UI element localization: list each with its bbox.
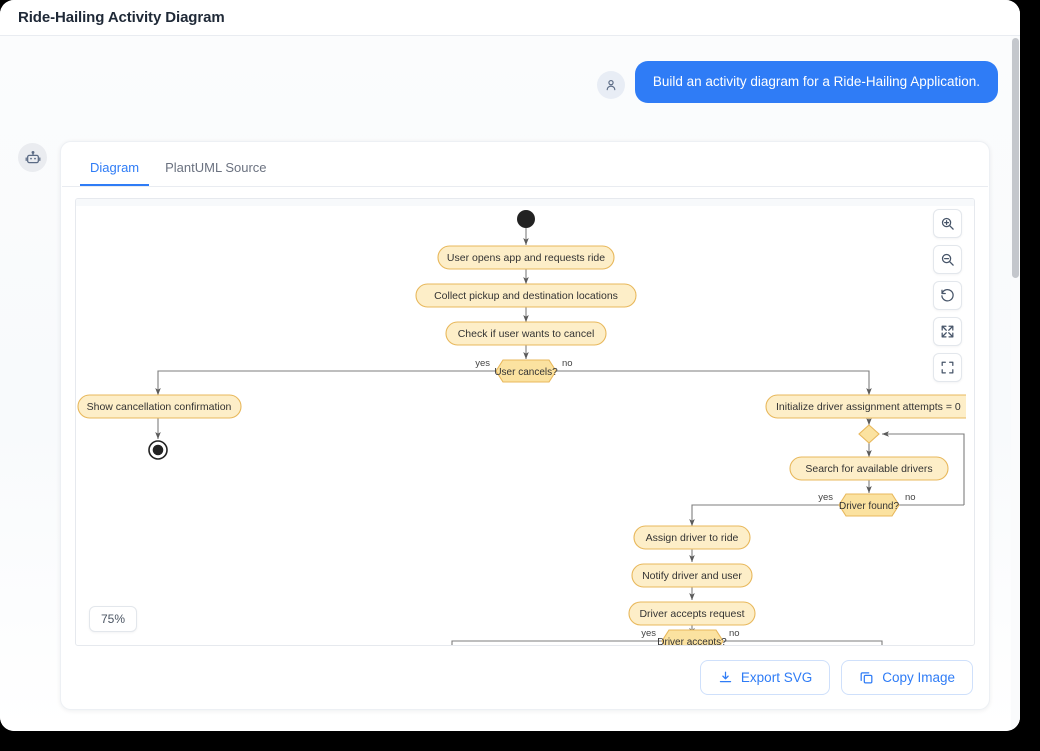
export-svg-button[interactable]: Export SVG: [699, 660, 831, 695]
zoom-out-button[interactable]: [933, 245, 962, 274]
copy-image-label: Copy Image: [882, 670, 955, 685]
tab-diagram[interactable]: Diagram: [80, 154, 150, 186]
chat-scroll-area[interactable]: Build an activity diagram for a Ride-Hai…: [0, 36, 1020, 731]
user-message-bubble: Build an activity diagram for a Ride-Hai…: [634, 61, 998, 104]
svg-text:Check if user wants to cancel: Check if user wants to cancel: [458, 328, 595, 340]
svg-text:Collect pickup and destination: Collect pickup and destination locations: [434, 290, 618, 302]
fit-screen-button[interactable]: [933, 317, 962, 346]
activity-node-notify: Notify driver and user: [631, 563, 753, 588]
user-message-row: Build an activity diagram for a Ride-Hai…: [596, 61, 998, 104]
canvas-top-strip: [76, 199, 974, 206]
card-action-bar: Export SVG Copy Image: [61, 646, 989, 695]
svg-text:Search for available drivers: Search for available drivers: [805, 463, 932, 475]
svg-text:Initialize driver assignment a: Initialize driver assignment attempts = …: [776, 401, 961, 413]
start-node: [517, 210, 535, 228]
svg-text:Notify driver and user: Notify driver and user: [642, 570, 742, 582]
svg-text:no: no: [905, 492, 916, 503]
zoom-out-icon: [941, 253, 954, 266]
fullscreen-button[interactable]: [933, 353, 962, 382]
decision-node-driver-found: Driver found? yes no: [818, 492, 916, 517]
copy-image-button[interactable]: Copy Image: [841, 660, 973, 695]
merge-node: [858, 424, 880, 444]
svg-text:User cancels?: User cancels?: [494, 367, 558, 378]
diagram-result-card: Diagram PlantUML Source: [60, 141, 990, 710]
robot-icon: [25, 150, 40, 163]
svg-text:yes: yes: [818, 492, 833, 503]
svg-text:User opens app and requests ri: User opens app and requests ride: [447, 252, 605, 264]
svg-text:Driver found?: Driver found?: [839, 501, 899, 512]
tab-bar: Diagram PlantUML Source: [62, 142, 988, 187]
fit-screen-icon: [941, 325, 954, 338]
activity-node-driver-accepts-request: Driver accepts request: [628, 601, 756, 626]
window-header: Ride-Hailing Activity Diagram: [0, 0, 1020, 36]
reset-view-button[interactable]: [933, 281, 962, 310]
diagram-canvas[interactable]: User opens app and requests ride Collect…: [75, 198, 975, 646]
zoom-level-indicator[interactable]: 75%: [89, 606, 138, 632]
svg-text:yes: yes: [641, 628, 656, 639]
page-title: Ride-Hailing Activity Diagram: [18, 9, 225, 26]
activity-diagram-svg: User opens app and requests ride Collect…: [77, 210, 966, 646]
activity-node-collect-locations: Collect pickup and destination locations: [415, 283, 637, 308]
svg-text:no: no: [562, 358, 573, 369]
activity-node-assign-driver: Assign driver to ride: [633, 525, 751, 550]
end-node: [148, 440, 168, 460]
svg-text:yes: yes: [475, 358, 490, 369]
user-avatar: [596, 71, 625, 99]
decision-node-user-cancels: User cancels? yes no: [475, 358, 573, 383]
zoom-in-icon: [941, 217, 954, 230]
reset-icon: [941, 289, 954, 302]
svg-text:Show cancellation confirmation: Show cancellation confirmation: [87, 401, 232, 413]
tab-plantuml-source[interactable]: PlantUML Source: [165, 160, 267, 175]
svg-text:Assign driver to ride: Assign driver to ride: [646, 532, 739, 544]
export-svg-label: Export SVG: [740, 670, 813, 685]
activity-node-check-cancel: Check if user wants to cancel: [445, 321, 607, 346]
vertical-scrollbar[interactable]: [1011, 36, 1020, 731]
activity-node-show-cancellation: Show cancellation confirmation: [77, 394, 242, 419]
decision-node-driver-accepts: Driver accepts? yes no: [641, 628, 740, 646]
download-icon: [719, 671, 732, 683]
app-window: Ride-Hailing Activity Diagram Build an a…: [0, 0, 1020, 731]
assistant-avatar: [18, 143, 47, 172]
fullscreen-icon: [941, 361, 954, 374]
copy-icon: [860, 672, 873, 684]
svg-text:Driver accepts request: Driver accepts request: [639, 608, 744, 620]
scrollbar-thumb[interactable]: [1012, 38, 1019, 278]
activity-node-init-attempts: Initialize driver assignment attempts = …: [765, 394, 966, 419]
activity-node-search-drivers: Search for available drivers: [789, 456, 949, 481]
canvas-toolbar: [933, 209, 962, 382]
svg-text:Driver accepts?: Driver accepts?: [657, 637, 727, 646]
user-icon: [606, 79, 616, 91]
zoom-in-button[interactable]: [933, 209, 962, 238]
assistant-message-row: Diagram PlantUML Source: [18, 141, 990, 710]
svg-text:no: no: [729, 628, 740, 639]
activity-node-user-opens-app: User opens app and requests ride: [437, 245, 615, 270]
